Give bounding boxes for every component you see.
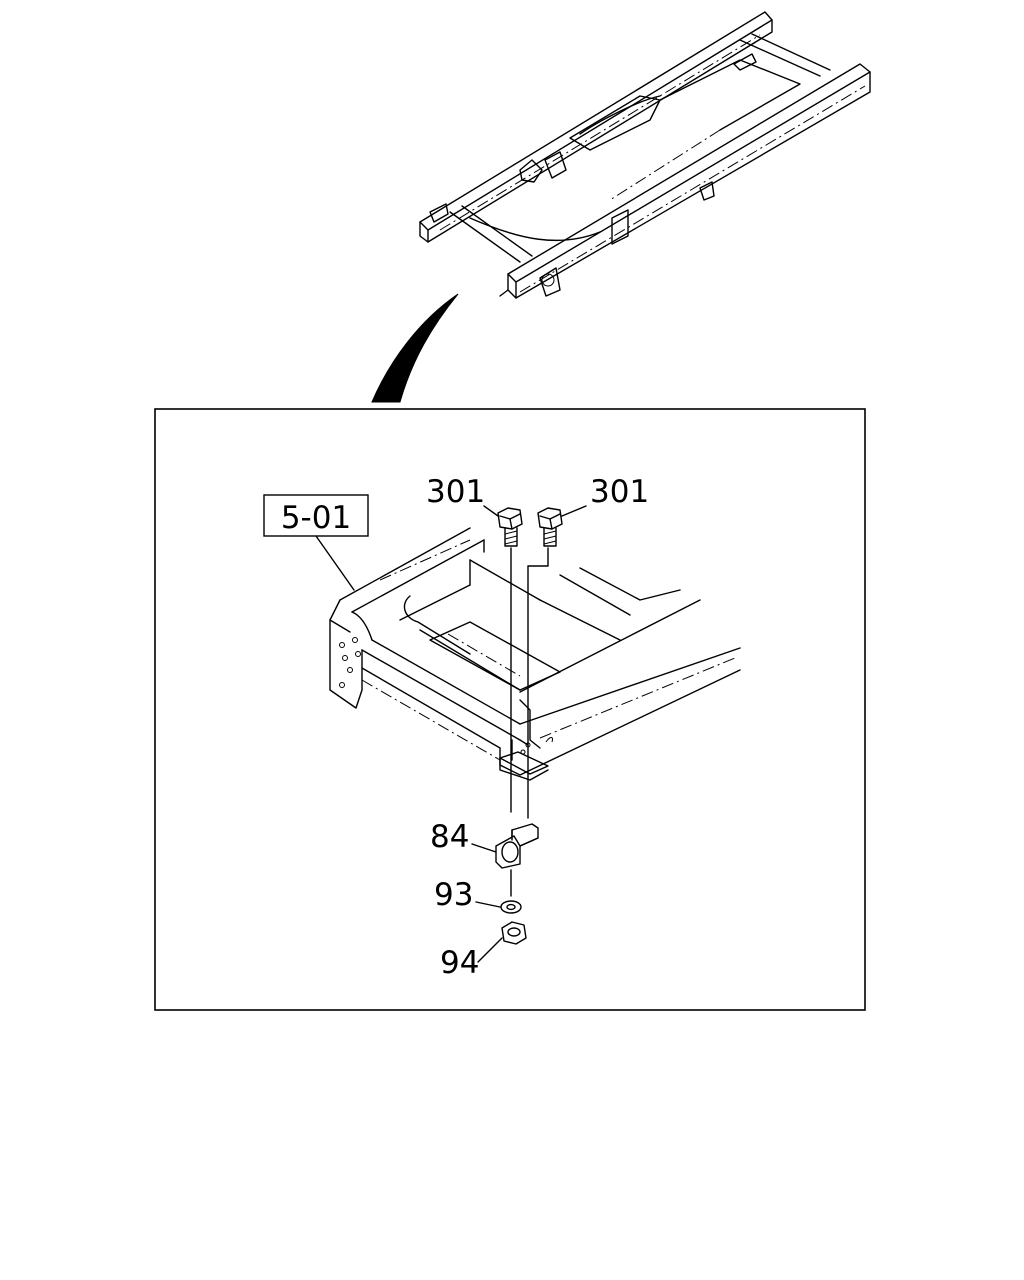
callout-bolt-left: 301	[426, 474, 485, 510]
leader-lines	[471, 505, 587, 963]
reference-box-border	[263, 494, 369, 537]
frame-section	[329, 527, 741, 776]
detail-frame	[154, 408, 866, 1011]
chassis-overview	[419, 11, 871, 299]
callout-bolt-right: 301	[590, 474, 649, 510]
reference-box[interactable]: 5-01	[263, 494, 369, 537]
bolt-left[interactable]	[497, 507, 523, 813]
nut-94[interactable]	[501, 921, 527, 945]
bolt-right[interactable]	[527, 507, 563, 819]
detail-pointer	[371, 293, 459, 403]
frame-bracket	[499, 751, 549, 781]
reference-box-label: 5-01	[281, 500, 351, 536]
callout-nut: 94	[440, 945, 479, 981]
washer-93[interactable]	[500, 900, 522, 914]
bracket-84[interactable]	[495, 823, 539, 897]
callout-washer: 93	[434, 877, 473, 913]
callout-bracket: 84	[430, 819, 469, 855]
